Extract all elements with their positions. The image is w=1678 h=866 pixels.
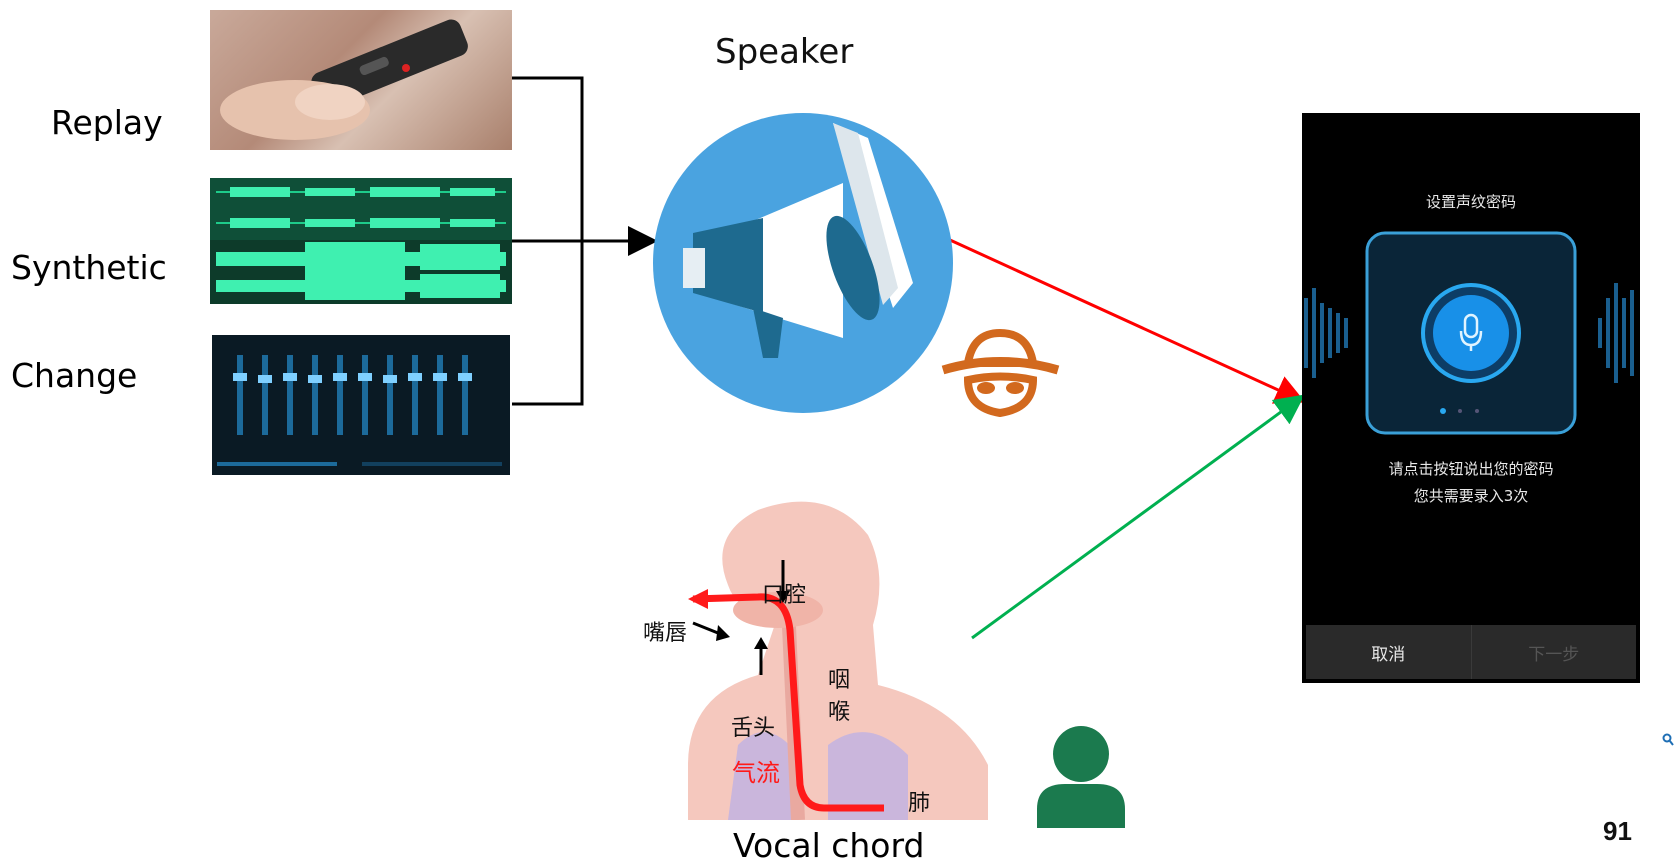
spy-icon (938, 328, 1063, 418)
microphone-icon[interactable] (1458, 313, 1484, 353)
voice-recorder-photo (210, 10, 512, 150)
airflow-label: 气流 (732, 759, 780, 787)
speaker-label: Speaker (715, 32, 854, 72)
attack-arrow (949, 238, 1306, 404)
change-label: Change (11, 356, 138, 395)
replay-label: Replay (51, 103, 163, 142)
throat-label-2: 喉 (828, 700, 851, 725)
synthetic-label: Synthetic (11, 248, 167, 287)
tongue-label: 舌头 (731, 716, 776, 741)
phone-button-bar: 取消 下一步 (1306, 625, 1636, 679)
throat-label-1: 咽 (828, 668, 851, 693)
phone-title: 设置声纹密码 (1425, 193, 1516, 211)
voiceprint-panel (1304, 231, 1634, 435)
cancel-button[interactable]: 取消 (1371, 644, 1406, 665)
page-number: 91 (1603, 816, 1632, 846)
user-icon (1035, 724, 1127, 828)
next-button[interactable]: 下一步 (1470, 625, 1637, 679)
mouth-label: 口腔 (762, 583, 807, 608)
airflow-path (692, 593, 884, 812)
vocal-chord-label: Vocal chord (733, 826, 925, 865)
lungs-label: 肺 (908, 791, 931, 816)
search-icon[interactable] (1662, 733, 1674, 747)
genuine-arrow (971, 394, 1305, 640)
megaphone-icon (653, 113, 953, 413)
lips-label: 嘴唇 (643, 621, 688, 646)
phone-screen: 设置声纹密码 请点击按钮说出您的密码 您共需要录入3次 取消 下一步 (1302, 113, 1640, 683)
vocal-tract-illustration (628, 495, 1008, 821)
waveform-icon (210, 178, 512, 304)
instruction-line-1: 请点击按钮说出您的密码 (1388, 460, 1554, 478)
instruction-line-2: 您共需要录入3次 (1413, 487, 1529, 505)
equalizer-icon (212, 335, 510, 475)
